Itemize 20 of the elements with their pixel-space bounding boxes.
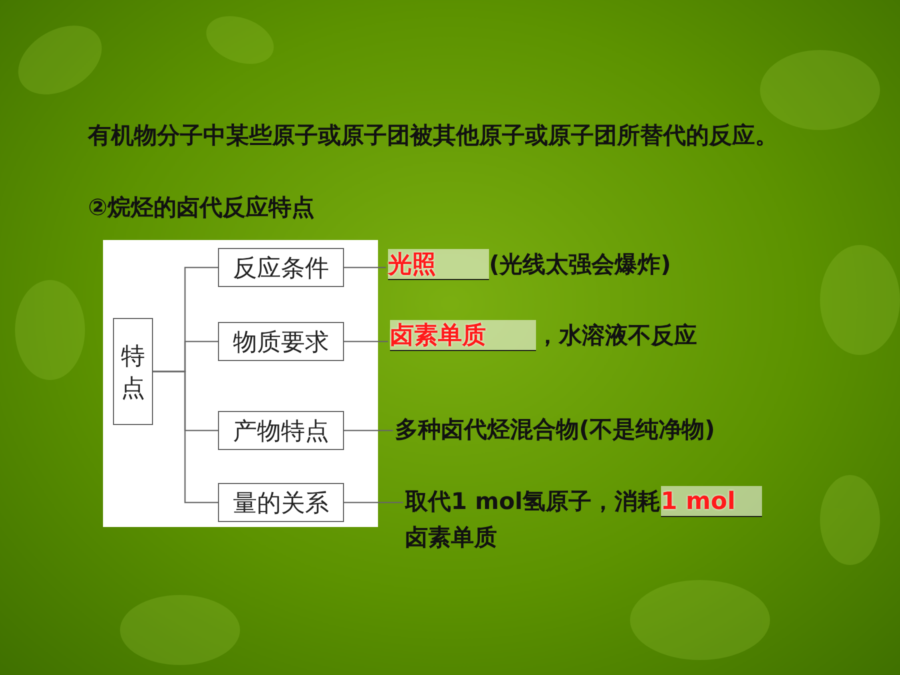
section-heading: ②烷烃的卤代反应特点 (88, 194, 316, 223)
answer-text: 卤素单质 (390, 320, 536, 351)
definition-text: 有机物分子中某些原子或原子团被其他原子或原子团所替代的反应。 (88, 122, 779, 151)
description-text: 卤素单质 (405, 524, 498, 553)
description-text: 多种卤代烃混合物(不是纯净物) (395, 417, 716, 443)
description-text: (光线太强会爆炸) (489, 252, 672, 278)
category-box: 反应条件 (218, 248, 344, 287)
connector-line (344, 266, 386, 268)
root-box: 特点 (113, 318, 153, 425)
connector-line (153, 370, 218, 504)
connector-line (344, 340, 388, 342)
answer-text: 1 mol (660, 486, 762, 517)
category-box: 物质要求 (218, 322, 344, 361)
description-text: ，水溶液不反应 (536, 323, 697, 349)
connector-line (344, 430, 393, 432)
category-box: 量的关系 (218, 483, 344, 522)
connector-line (344, 502, 403, 504)
category-box: 产物特点 (218, 411, 344, 450)
answer-text: 光照 (388, 249, 489, 280)
description-text: 取代1 mol氢原子，消耗 (405, 489, 661, 515)
